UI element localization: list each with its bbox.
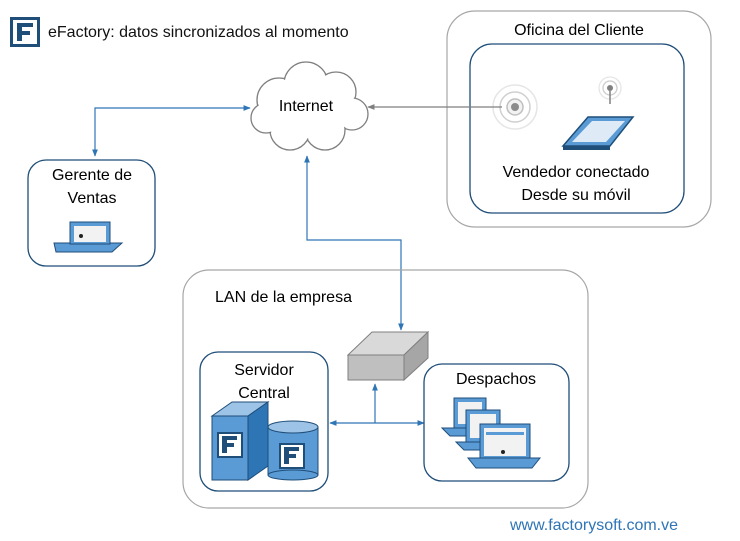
wifi-antenna-icon xyxy=(598,76,622,104)
sales-manager-box xyxy=(27,159,156,267)
mobile-seller-line2: Desde su móvil xyxy=(521,187,630,204)
computer-icon xyxy=(466,423,542,469)
lan-title: LAN de la empresa xyxy=(215,289,352,306)
efactory-logo-icon xyxy=(10,17,40,47)
database-icon xyxy=(267,420,319,481)
internet-to-manager-arrow xyxy=(92,105,251,157)
server-tower-icon xyxy=(210,401,270,481)
internet-to-switch-arrow xyxy=(304,155,404,331)
dispatch-title: Despachos xyxy=(456,371,536,388)
client-office-title: Oficina del Cliente xyxy=(514,22,644,39)
footer-url[interactable]: www.factorysoft.com.ve xyxy=(509,517,678,534)
tablet-icon xyxy=(561,116,635,150)
network-switch-icon xyxy=(346,330,430,382)
laptop-icon xyxy=(53,221,124,253)
cloud-icon xyxy=(250,61,369,151)
sales-manager-line1: Gerente de xyxy=(52,167,132,184)
sales-manager-line2: Ventas xyxy=(68,190,117,207)
mobile-seller-line1: Vendedor conectado xyxy=(503,164,650,181)
server-line2: Central xyxy=(238,385,290,402)
page-title: eFactory: datos sincronizados al momento xyxy=(48,24,349,41)
lan-box xyxy=(182,269,589,509)
internet-label: Internet xyxy=(279,98,334,115)
server-line1: Servidor xyxy=(234,362,294,379)
